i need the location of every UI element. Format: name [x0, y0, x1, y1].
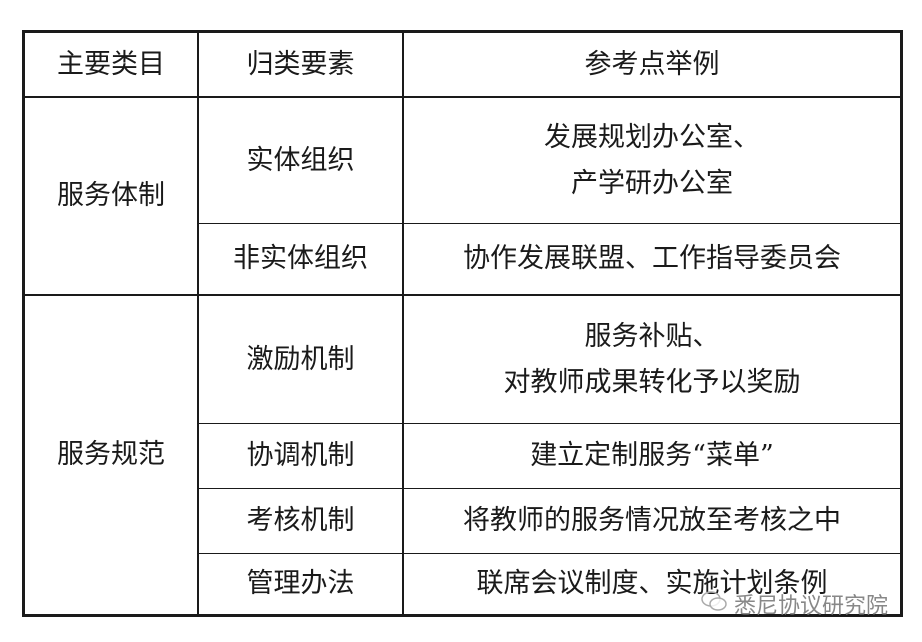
examples-cell: 服务补贴、 对教师成果转化予以奖励: [404, 296, 900, 423]
element-cell: 管理办法: [246, 568, 355, 599]
examples-cell: 协作发展联盟、工作指导委员会: [463, 243, 841, 274]
header-element: 归类要素: [246, 48, 355, 80]
watermark-text: 悉尼协议研究院: [734, 594, 889, 619]
example-line: 服务补贴、: [584, 320, 720, 352]
element-cell: 考核机制: [246, 505, 355, 536]
category-cell: 服务体制: [57, 180, 165, 211]
example-line: 产学研办公室: [571, 167, 733, 199]
header-divider: [25, 96, 900, 98]
row-divider: [197, 423, 900, 424]
group-divider: [25, 294, 900, 296]
example-line: 对教师成果转化予以奖励: [503, 366, 801, 398]
row-divider: [197, 223, 900, 224]
row-divider: [197, 488, 900, 489]
wechat-icon: [700, 589, 728, 619]
watermark: 悉尼协议研究院: [700, 588, 888, 620]
row-divider: [197, 553, 900, 554]
column-divider: [197, 33, 199, 614]
examples-cell: 发展规划办公室、 产学研办公室: [404, 98, 900, 223]
header-category: 主要类目: [57, 48, 165, 80]
column-divider: [402, 33, 404, 614]
header-examples: 参考点举例: [584, 48, 720, 80]
examples-cell: 将教师的服务情况放至考核之中: [463, 505, 841, 536]
element-cell: 实体组织: [246, 144, 355, 176]
element-cell: 协调机制: [246, 440, 355, 471]
examples-cell: 联席会议制度、实施计划条例: [476, 568, 828, 599]
category-cell: 服务规范: [57, 439, 165, 470]
examples-cell: 建立定制服务“菜单”: [530, 440, 774, 471]
element-cell: 非实体组织: [233, 243, 368, 274]
classification-table: 主要类目 归类要素 参考点举例 服务体制 实体组织 发展规划办公室、 产学研办公…: [22, 30, 903, 617]
example-line: 发展规划办公室、: [544, 121, 760, 153]
element-cell: 激励机制: [246, 343, 355, 375]
